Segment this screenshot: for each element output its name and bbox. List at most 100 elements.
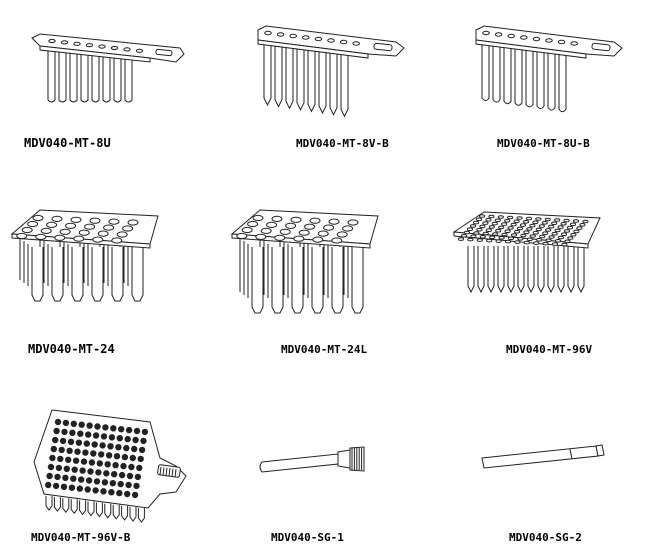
plate-well [105,452,113,459]
plate-well [77,476,85,483]
strip-well [352,41,360,46]
plate-well [463,230,471,235]
strip-well [314,36,323,42]
strip-well [339,39,348,45]
product-mt-24 [0,190,218,330]
plate-well [497,215,504,219]
plate-well [542,231,549,236]
plate-well [573,229,580,234]
plate-well [117,426,125,433]
plate-well [236,232,248,240]
plate-well [63,465,70,472]
tube-outline [113,48,122,103]
stirring-rod-drawing [259,446,365,473]
product-label-mt-8v-b: MDV040-MT-8V-B [296,137,389,150]
plate-24-drawing [10,209,159,302]
tube-outline [251,247,264,314]
plate-well [323,224,335,231]
plate-well [66,447,73,454]
tube-outline [487,246,495,294]
rod-cap [349,446,365,472]
plate-well [54,234,66,241]
plate-well [46,472,53,480]
plate-well [59,437,67,445]
plate-well [271,215,283,222]
tube-outline [557,246,565,294]
plate-well [519,223,527,227]
plate-well [50,445,57,453]
tube-outline [274,41,283,108]
plate-well [570,232,577,237]
tube-outline [112,504,120,520]
tube-outline [53,497,61,512]
plate-well [141,428,149,436]
plate-well [110,425,117,432]
plate-well [111,237,123,244]
plate-well [523,240,530,245]
plate-well [89,217,101,224]
tube-outline [129,507,137,522]
plate-well [103,470,110,477]
plate-well [274,234,286,241]
tube-outline [62,498,70,514]
plate-well [65,222,77,229]
plate-well [131,491,139,499]
plate-well [290,216,302,223]
plate-well [523,230,530,235]
tube-outline [263,40,272,107]
strip-tab [591,42,611,52]
plate-well [116,231,128,238]
plate-well [293,235,305,242]
plate-well [64,456,72,463]
plate-well [72,457,80,464]
plate-well [128,463,135,471]
plate-well [84,223,96,230]
plate-well [247,220,259,228]
plate-well [75,439,83,446]
product-label-mt-8u-b: MDV040-MT-8U-B [497,137,590,150]
plate-well [488,225,495,229]
plate-well [138,446,146,454]
plate-well [539,234,546,239]
plate-well [61,428,68,436]
plate-well [77,430,84,437]
tube-outline [536,46,545,109]
plate-well [336,231,348,238]
product-label-mt-24: MDV040-MT-24 [28,342,115,356]
tube-outline [91,48,100,103]
plate-well [482,231,489,236]
plate-well [489,235,496,240]
tube-outline [307,44,316,113]
strip-well [73,41,81,46]
plate-well [113,453,121,460]
plate-well [551,242,559,246]
plate-well [554,218,561,222]
tube-outline [285,42,294,110]
tube-outline [477,246,485,294]
plate-well [504,239,512,244]
tube-outline [503,42,512,105]
plate-well [312,236,324,243]
plate-well [522,220,530,224]
plate-well [67,438,75,445]
tube-body [481,445,599,469]
plate-well [536,238,543,242]
tube-outline [102,48,111,103]
plate-well [82,449,89,456]
plate-well [87,468,94,475]
plate-well [35,233,47,241]
product-label-mt-96v-b: MDV040-MT-96V-B [31,531,131,544]
plate-well [54,418,62,426]
plate-well [569,222,577,227]
plate-well [533,241,540,245]
plate-well [53,427,60,435]
plate-well [576,226,583,230]
plate-well [482,221,489,225]
product-sg-1 [218,400,436,520]
plate-well [545,238,552,243]
plate-well [255,233,267,241]
product-mt-96v [436,190,655,330]
plate-well [504,219,511,223]
plate-well [116,489,123,497]
plate-well [73,235,85,242]
